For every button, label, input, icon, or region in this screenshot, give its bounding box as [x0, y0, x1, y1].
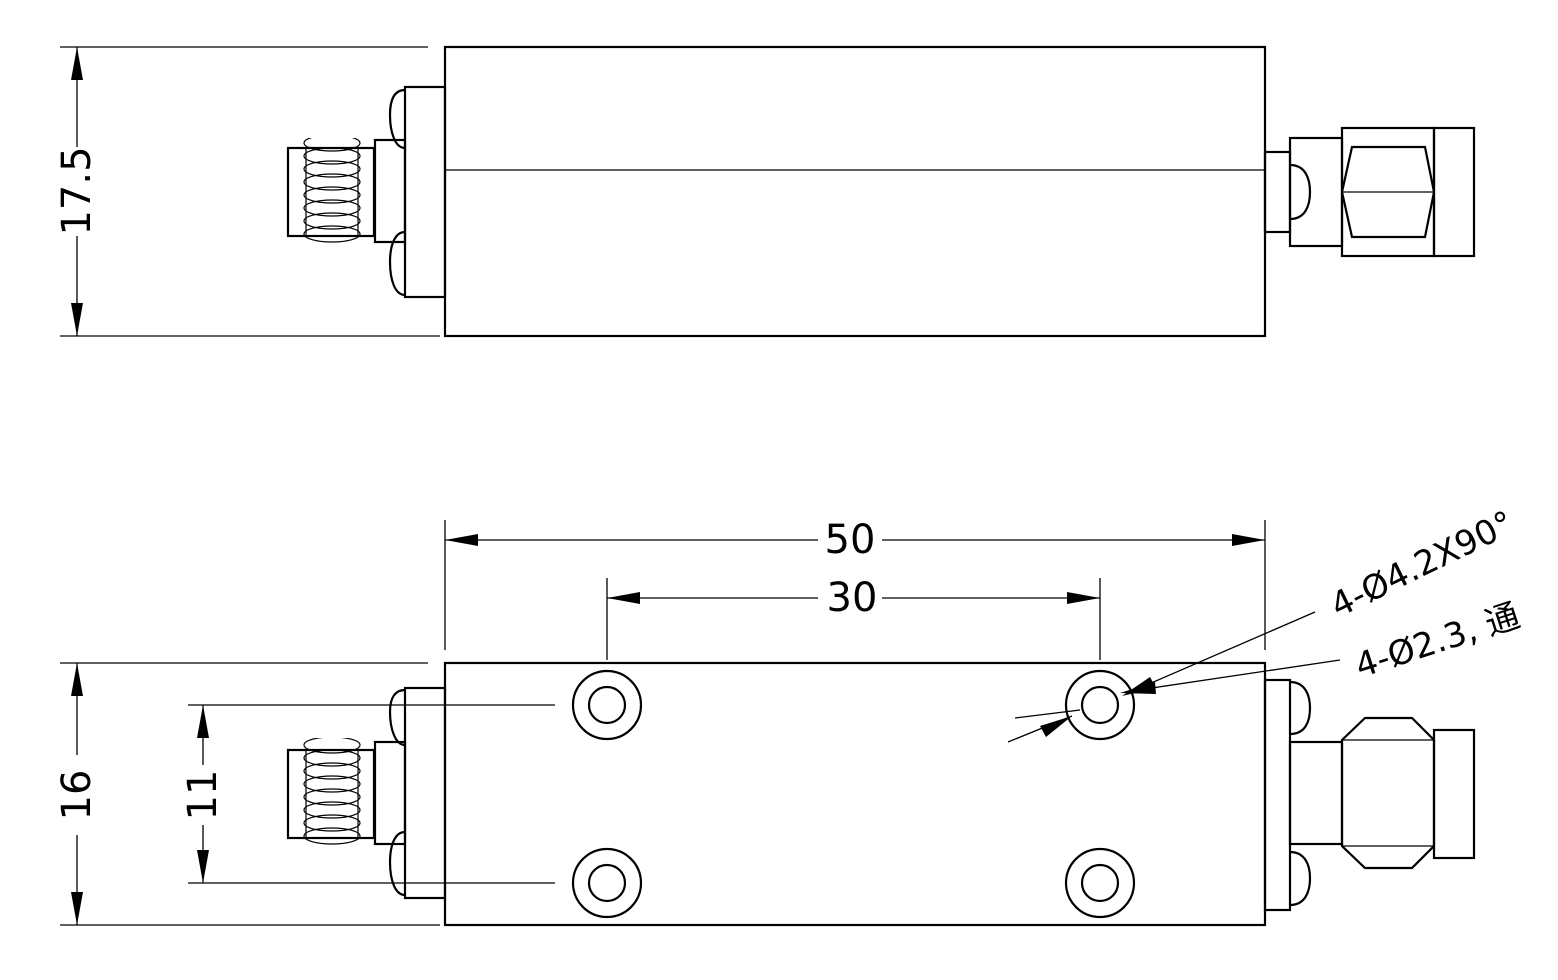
- right-connector-bottom: [1263, 678, 1476, 912]
- dim-hole-spacing-horizontal-label: 30: [827, 575, 878, 621]
- mounting-hole-bottom-left: [571, 847, 643, 919]
- dim-height-bottom: 16: [54, 662, 440, 926]
- side-view: 17.5: [54, 45, 1476, 338]
- right-connector-top: [1263, 126, 1476, 258]
- dim-length-overall: 50: [444, 517, 1266, 650]
- dim-hole-spacing-vertical-label: 11: [180, 770, 226, 821]
- dim-hole-spacing-horizontal: 30: [606, 575, 1101, 660]
- callout-countersink: 4-Ø4.2X90°: [1014, 503, 1520, 719]
- left-connector-top: [286, 85, 447, 299]
- mounting-hole-top-right: [1064, 669, 1136, 741]
- mounting-hole-bottom-right: [1064, 847, 1136, 919]
- dim-height-top-label: 17.5: [54, 146, 100, 235]
- callout-through-hole: 4-Ø2.3, 通: [1007, 596, 1525, 743]
- dim-length-overall-label: 50: [825, 517, 876, 563]
- dim-height-bottom-label: 16: [54, 770, 100, 821]
- side-view-body: [443, 45, 1267, 338]
- mounting-hole-top-left: [571, 669, 643, 741]
- plan-view-body: [443, 661, 1267, 927]
- plan-view: 50 30 16: [54, 503, 1525, 927]
- dim-hole-spacing-vertical: 11: [180, 704, 555, 884]
- callout-through-hole-label: 4-Ø2.3, 通: [1350, 596, 1524, 687]
- left-connector-bottom: [286, 686, 447, 900]
- dim-height-top: 17.5: [54, 46, 440, 337]
